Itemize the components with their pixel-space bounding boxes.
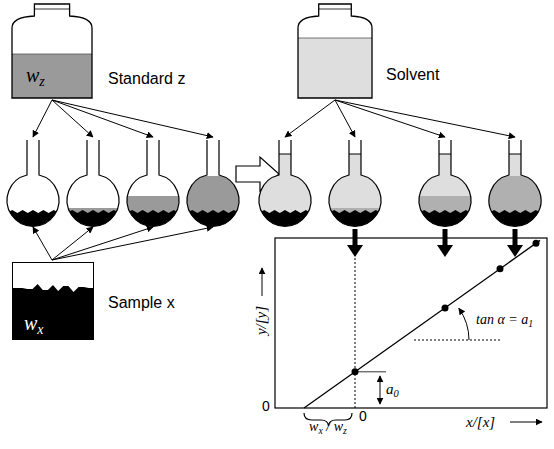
amount-label: wx [24, 312, 44, 338]
standard-bottle: wzStandard z [12, 4, 92, 98]
origin-label: 0 [262, 398, 270, 414]
axis-label: y/[y] [253, 305, 270, 334]
solvent-bottle-outline [298, 4, 372, 98]
intercept-tick [355, 371, 386, 372]
regression-line [304, 240, 540, 408]
flasks [7, 140, 541, 288]
plot-frame [275, 238, 547, 408]
sample-box: wxSample x [12, 262, 94, 340]
ratio-label: wx / wz [309, 419, 347, 436]
slope-arc [459, 308, 469, 340]
feed-arrows [33, 100, 515, 260]
bottle-label: Standard z [108, 70, 185, 88]
slope-baseline [414, 340, 500, 341]
standard-bottle-outline [12, 4, 92, 98]
y-axis-arrow [262, 268, 263, 296]
intercept-arrow [380, 376, 381, 404]
solvent-bottle: Solvent [298, 4, 372, 98]
slope-label: tan α = a1 [476, 312, 533, 329]
zero-line [355, 238, 356, 410]
intercept-label: a0 [386, 381, 399, 399]
data-points [352, 240, 540, 375]
x-axis-arrow [510, 422, 542, 423]
sample-label: Sample x [108, 294, 175, 312]
zero-label: 0 [359, 408, 367, 424]
bottle-label: Solvent [386, 66, 439, 84]
axis-label: x/[x] [466, 414, 495, 431]
amount-label: wz [26, 64, 45, 90]
measurement-arrows [347, 229, 523, 257]
